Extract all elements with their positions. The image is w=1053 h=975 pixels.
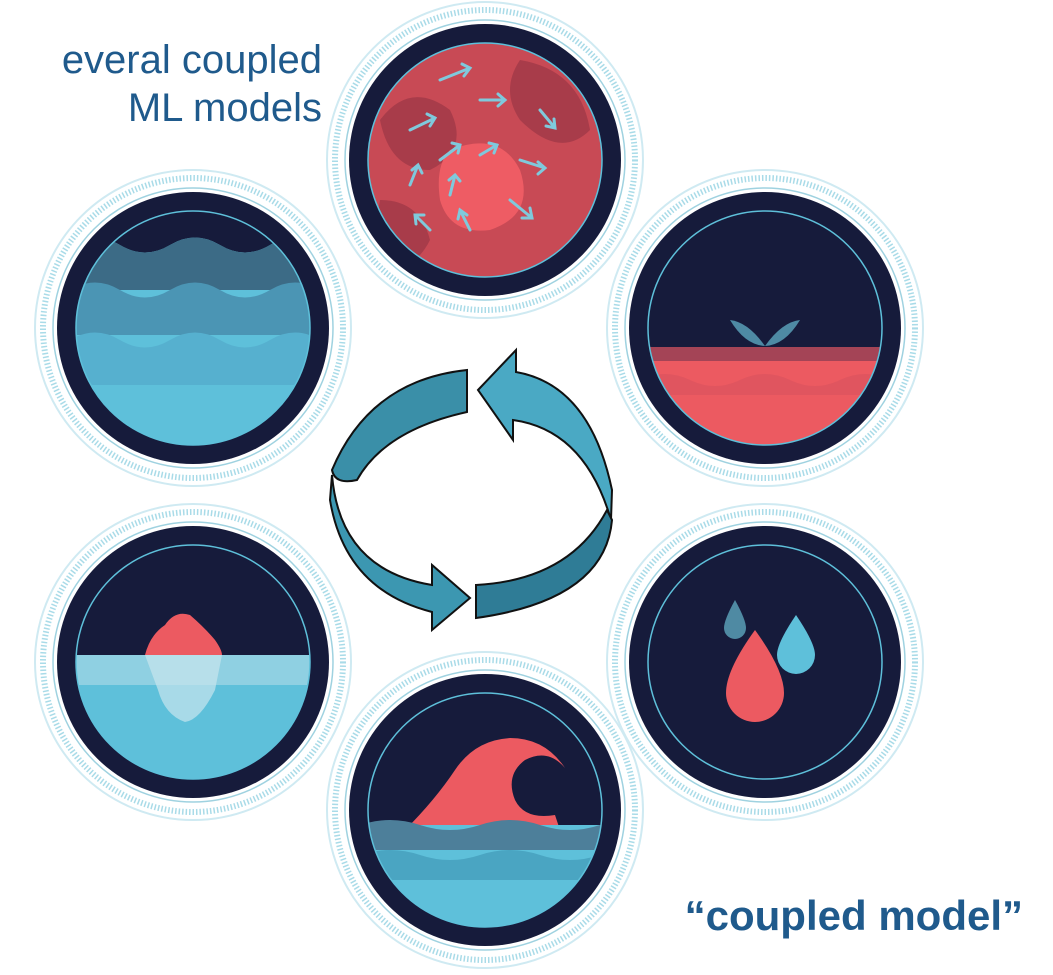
footer-label: “coupled model” — [684, 892, 1023, 939]
atmosphere-node — [326, 1, 644, 319]
cycle-arrows — [328, 347, 614, 633]
wave-node — [326, 651, 644, 969]
lower-arc-arrow — [328, 474, 472, 633]
atmosphere-icon — [368, 43, 602, 277]
lower-arc-right — [475, 507, 614, 620]
land-node — [606, 169, 924, 487]
hydrology-node — [606, 503, 924, 821]
upper-arrowhead — [476, 347, 614, 521]
ocean-node — [34, 169, 352, 487]
upper-arc-arrow — [330, 368, 468, 483]
sea-ice-node — [34, 503, 352, 821]
header-label: everal coupled ML models — [0, 36, 322, 132]
water-drops-icon — [724, 600, 815, 722]
header-line-1: everal coupled — [61, 38, 322, 82]
header-line-2: ML models — [127, 86, 322, 130]
